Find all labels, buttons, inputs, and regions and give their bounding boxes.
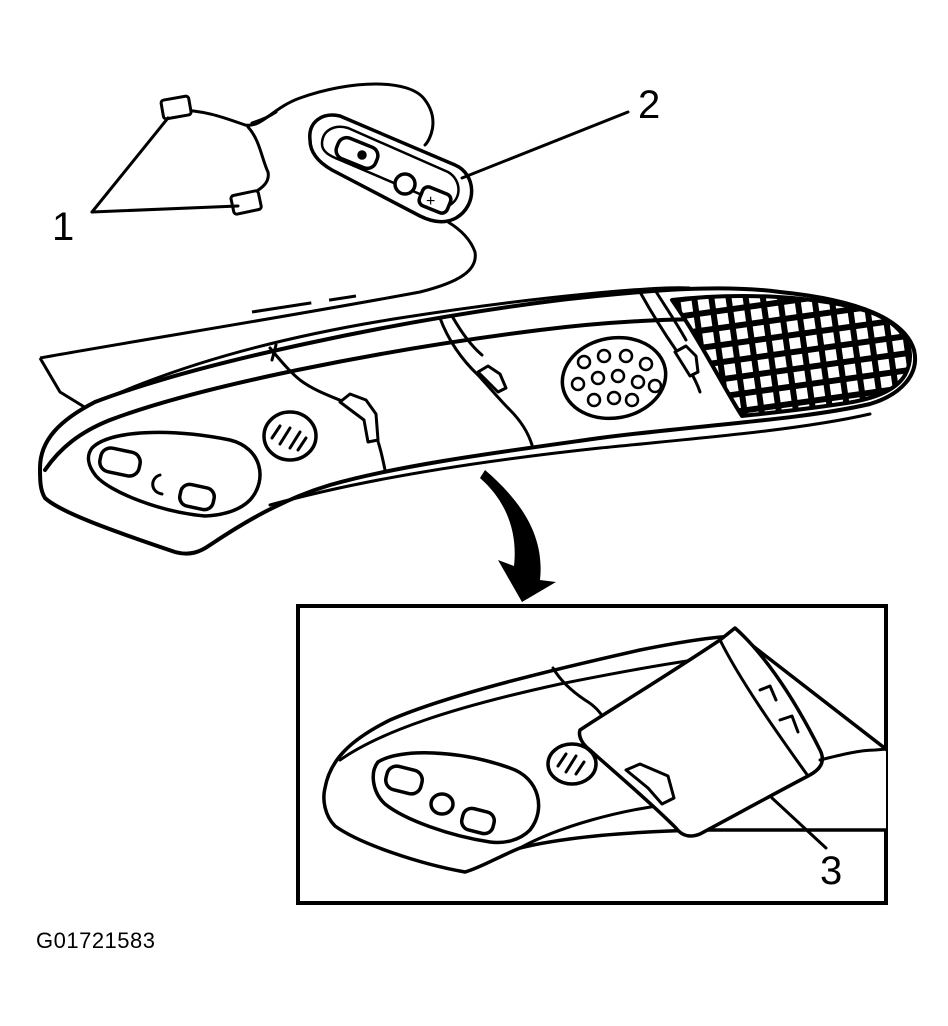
overhead-console-housing <box>38 286 918 556</box>
roof-console-module: + <box>308 113 474 224</box>
detail-inset <box>322 626 886 874</box>
svg-text:+: + <box>426 193 435 210</box>
removal-arrow <box>480 470 556 602</box>
figure-id: G01721583 <box>36 928 156 953</box>
leader-lines <box>90 110 828 850</box>
callout-3: 3 <box>820 849 842 893</box>
harness-connector <box>159 94 263 216</box>
callout-2: 2 <box>638 83 660 127</box>
callout-1: 1 <box>52 205 74 249</box>
wiring-harness <box>174 82 435 194</box>
